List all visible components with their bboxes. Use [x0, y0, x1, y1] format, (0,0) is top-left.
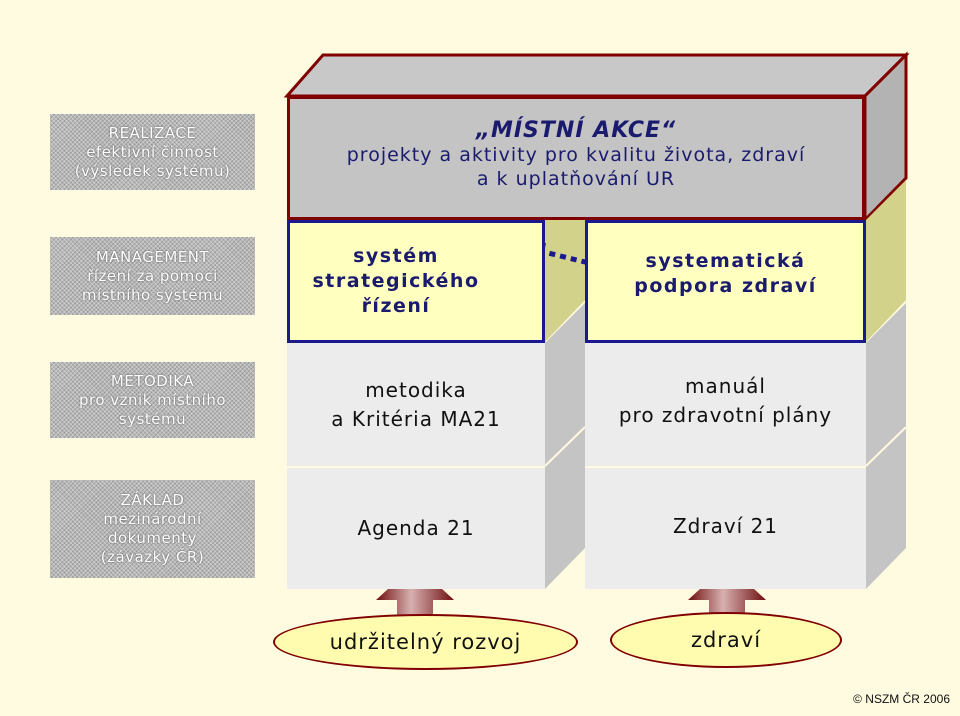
level-label-line: REALIZACE — [108, 123, 197, 142]
manual-line: pro zdravotní plány — [618, 402, 833, 427]
top-block-side — [863, 51, 908, 224]
health-oval-label: zdraví — [690, 628, 762, 652]
sustainable-development-label: udržitelný rozvoj — [329, 630, 522, 654]
level-label-foundation: ZÁKLAD mezinárodní dokumenty (závazky ČR… — [50, 480, 255, 578]
copyright-notice: © NSZM ČR 2006 — [853, 692, 950, 706]
agenda21-label: Agenda 21 — [357, 516, 475, 540]
local-action-title: „MÍSTNÍ AKCE“ — [475, 118, 677, 143]
methodology-line: metodika — [365, 377, 467, 402]
health21-block: Zdraví 21 — [585, 468, 866, 589]
level-label-realization: REALIZACE efektivní činnost (výsledek sy… — [50, 114, 255, 190]
top-block-roof — [283, 53, 910, 98]
level-label-line: místního systému — [81, 285, 224, 304]
strategic-management-line: řízení — [361, 295, 431, 317]
level-label-line: systému — [118, 409, 187, 428]
methodology-line: a Kritéria MA21 — [331, 406, 501, 431]
level-label-management: MANAGEMENT řízení za pomoci místního sys… — [50, 237, 255, 315]
middle-block-side — [545, 180, 585, 342]
health-support-line: systematická — [645, 249, 806, 272]
level-label-line: dokumenty — [107, 529, 198, 547]
methodology-block: metodika a Kritéria MA21 — [287, 343, 545, 466]
right-block-side — [866, 180, 906, 342]
level-label-methodology: METODIKA pro vznik místního systému — [50, 362, 255, 438]
level-label-line: pro vznik místního — [78, 390, 227, 409]
manual-line: manuál — [685, 373, 766, 398]
local-action-line: a k uplatňování UR — [476, 168, 676, 190]
strategic-management-line: strategického — [312, 270, 480, 292]
level-label-line: (závazky ČR) — [100, 548, 205, 566]
health-support-line: podpora zdraví — [634, 274, 817, 297]
health-plans-manual-block: manuál pro zdravotní plány — [585, 343, 866, 466]
sustainable-development-oval: udržitelný rozvoj — [273, 614, 578, 670]
strategic-management-line: systém — [353, 245, 439, 267]
level-label-line: efektivní činnost — [86, 142, 219, 161]
level-label-line: MANAGEMENT — [95, 247, 210, 266]
local-action-block: „MÍSTNÍ AKCE“ projekty a aktivity pro kv… — [287, 96, 865, 220]
level-label-line: ZÁKLAD — [120, 491, 185, 509]
level-label-line: řízení za pomoci — [87, 266, 218, 285]
level-label-line: (výsledek systému) — [74, 161, 231, 180]
local-action-line: projekty a aktivity pro kvalitu života, … — [346, 144, 806, 166]
health-support-block: systematická podpora zdraví — [585, 220, 866, 343]
level-label-line: mezinárodní — [103, 510, 202, 528]
health-oval: zdraví — [610, 612, 842, 668]
health21-label: Zdraví 21 — [672, 514, 779, 538]
strategic-management-block: systém strategického řízení — [287, 220, 545, 343]
level-label-line: METODIKA — [110, 371, 195, 390]
agenda21-block: Agenda 21 — [287, 468, 545, 589]
